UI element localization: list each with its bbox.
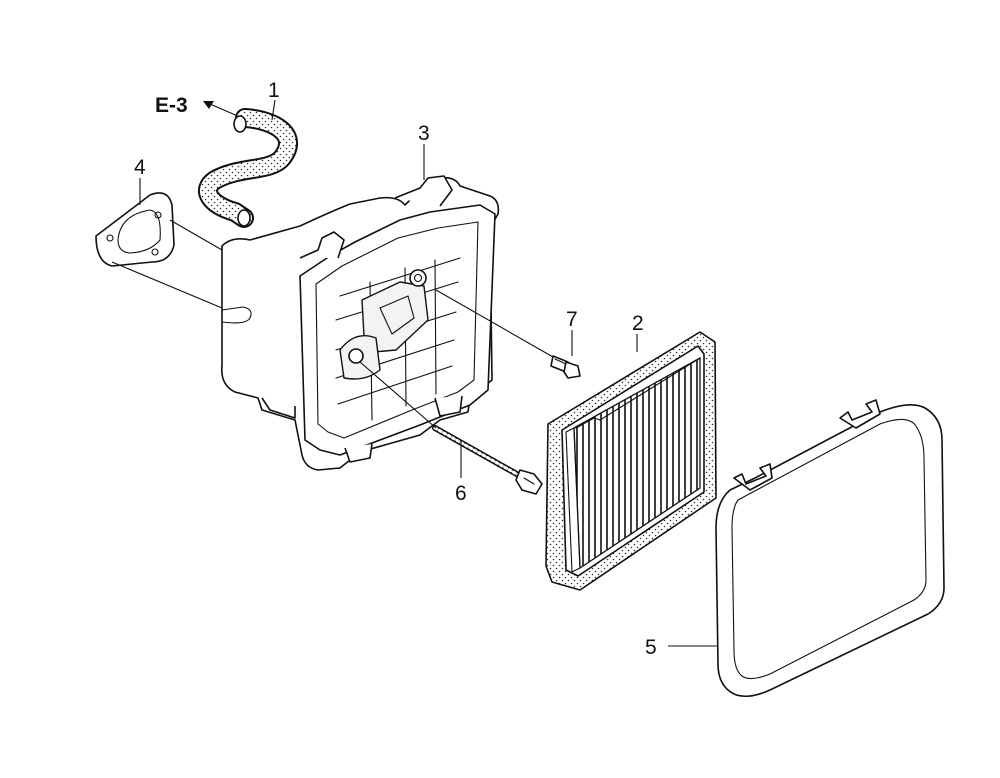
- reference-label: E-3: [155, 94, 188, 117]
- callout-1: 1: [268, 79, 280, 102]
- bolt: [432, 425, 543, 495]
- callout-numbers: 1 2 3 4 5 6 7: [134, 79, 657, 659]
- air-filter-element: [545, 331, 717, 591]
- callout-7: 7: [566, 308, 578, 331]
- screw: [550, 355, 581, 379]
- air-cleaner-cover: [715, 399, 945, 698]
- callout-2: 2: [632, 312, 644, 335]
- callout-6: 6: [455, 482, 467, 505]
- leader-lines: [111, 99, 718, 647]
- callout-3: 3: [418, 122, 430, 145]
- callout-5: 5: [645, 636, 657, 659]
- reference-arrow: E-3: [155, 94, 241, 118]
- callout-4: 4: [134, 156, 146, 179]
- air-cleaner-case: [220, 175, 500, 471]
- breather-hose: [198, 108, 298, 228]
- gasket: [95, 192, 175, 267]
